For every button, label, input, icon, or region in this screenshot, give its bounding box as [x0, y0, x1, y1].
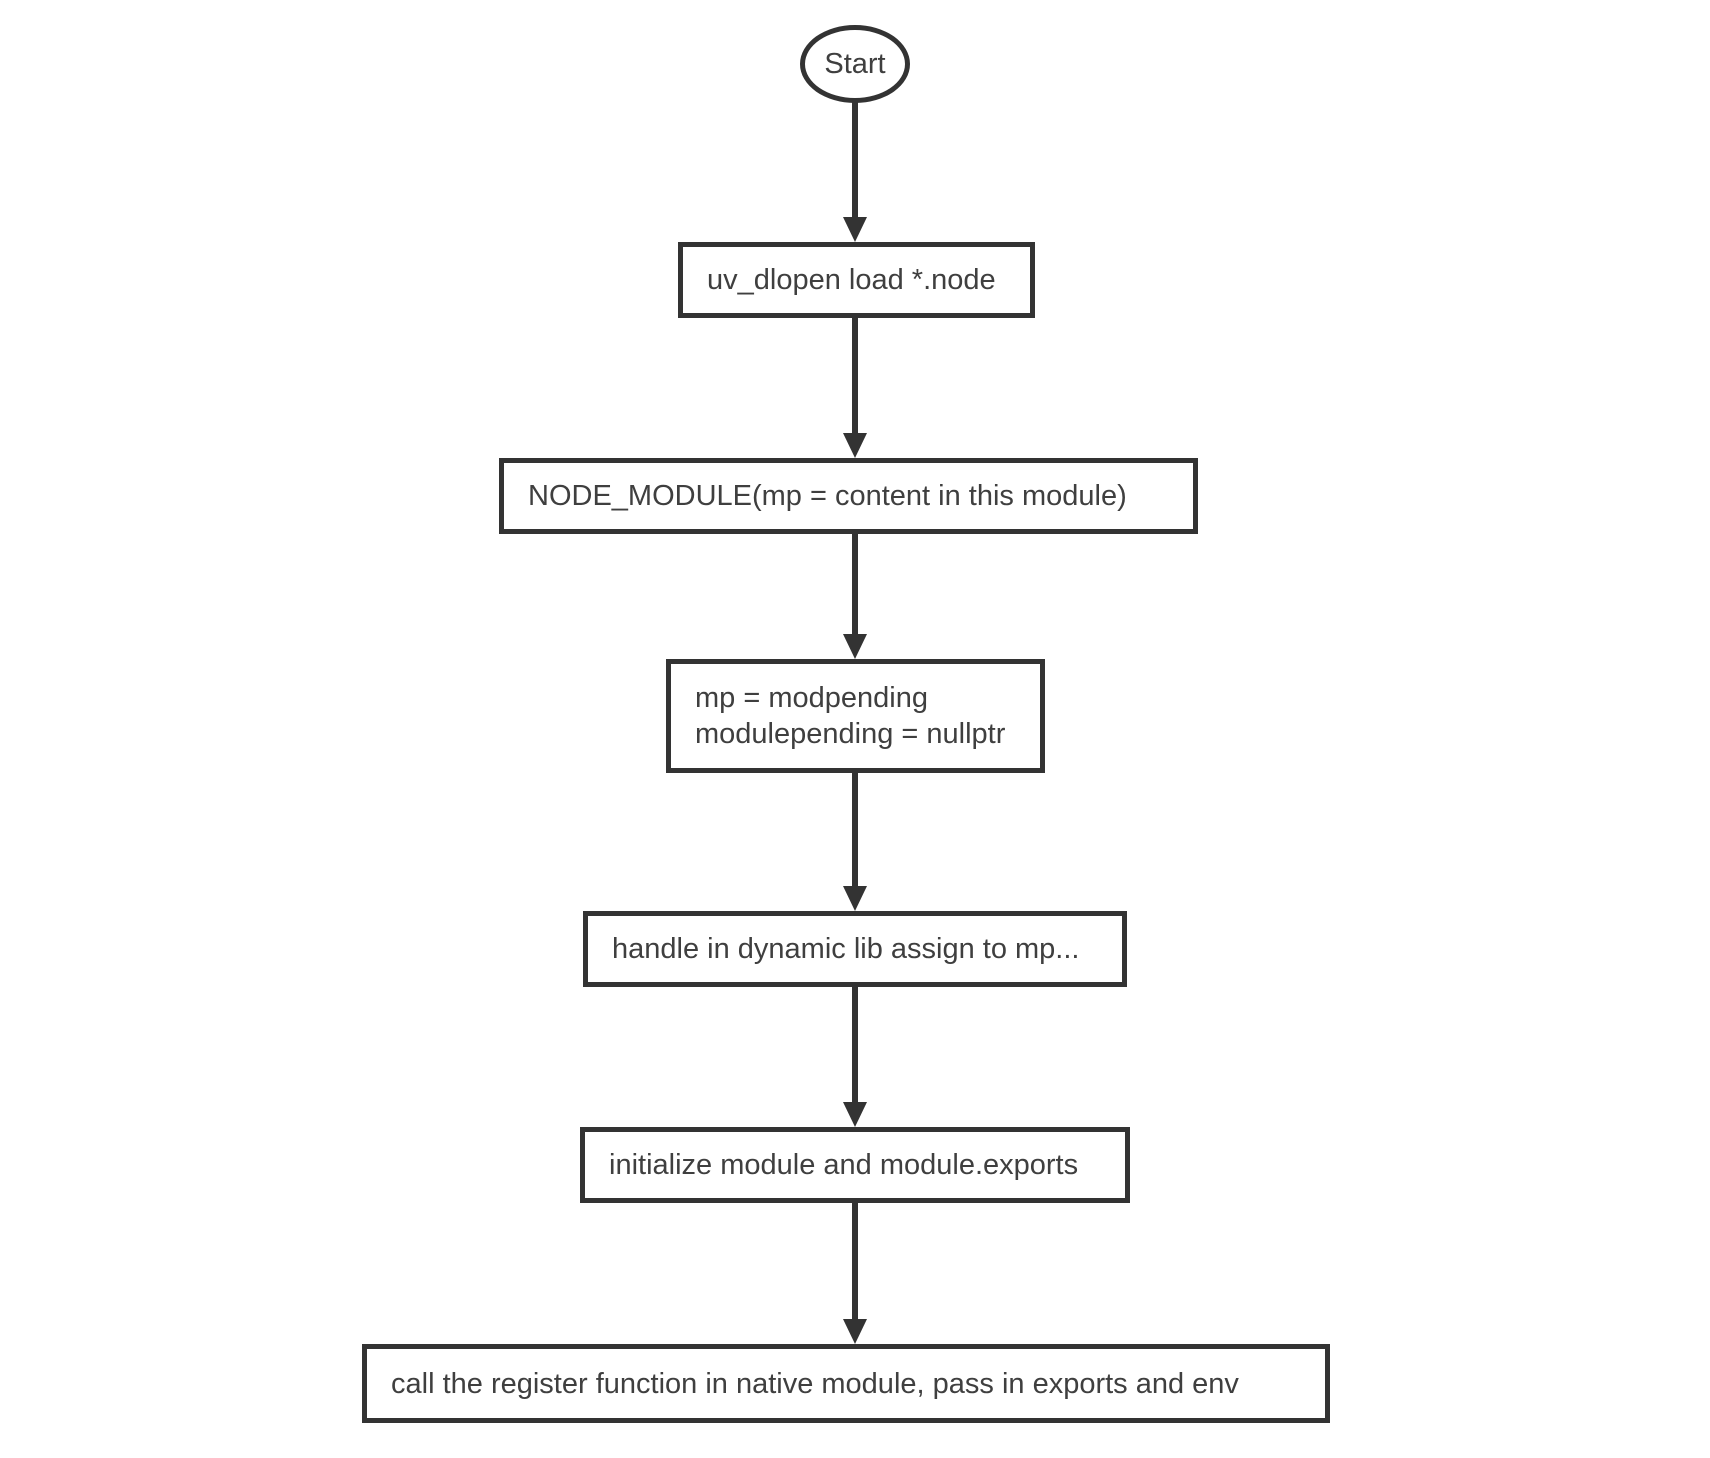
flow-node-initialize-module: initialize module and module.exports	[580, 1127, 1130, 1203]
arrow-init-to-register-head-icon	[843, 1319, 867, 1344]
arrow-module-to-assign-line	[852, 534, 858, 636]
arrow-load-to-module-line	[852, 318, 858, 435]
flow-node-label: call the register function in native mod…	[391, 1367, 1239, 1400]
flow-node-label: initialize module and module.exports	[609, 1149, 1079, 1181]
flow-node-label: handle in dynamic lib assign to mp...	[612, 933, 1080, 965]
flow-node-label-line2: modulepending = nullptr	[695, 718, 1006, 750]
flow-node-label-multiline: mp = modpending modulepending = nullptr	[695, 680, 1005, 752]
flow-node-mp-assign: mp = modpending modulepending = nullptr	[666, 659, 1045, 773]
flow-node-register-call: call the register function in native mod…	[362, 1344, 1330, 1423]
flow-node-node-module: NODE_MODULE(mp = content in this module)	[499, 458, 1198, 534]
flow-node-label-line1: mp = modpending	[695, 682, 928, 714]
arrow-start-to-load-line	[852, 102, 858, 220]
flow-node-label: uv_dlopen load *.node	[707, 264, 996, 296]
arrow-load-to-module-head-icon	[843, 433, 867, 458]
arrow-start-to-load-head-icon	[843, 217, 867, 242]
flow-node-label: NODE_MODULE(mp = content in this module)	[528, 480, 1127, 512]
arrow-assign-to-handle-line	[852, 773, 858, 888]
arrow-handle-to-init-head-icon	[843, 1102, 867, 1127]
flow-node-uv-dlopen: uv_dlopen load *.node	[678, 242, 1035, 318]
arrow-module-to-assign-head-icon	[843, 634, 867, 659]
flow-node-handle-assign: handle in dynamic lib assign to mp...	[583, 911, 1127, 987]
flow-node-start: Start	[800, 25, 910, 103]
arrow-handle-to-init-line	[852, 987, 858, 1104]
start-label: Start	[824, 47, 886, 80]
arrow-assign-to-handle-head-icon	[843, 886, 867, 911]
arrow-init-to-register-line	[852, 1203, 858, 1321]
